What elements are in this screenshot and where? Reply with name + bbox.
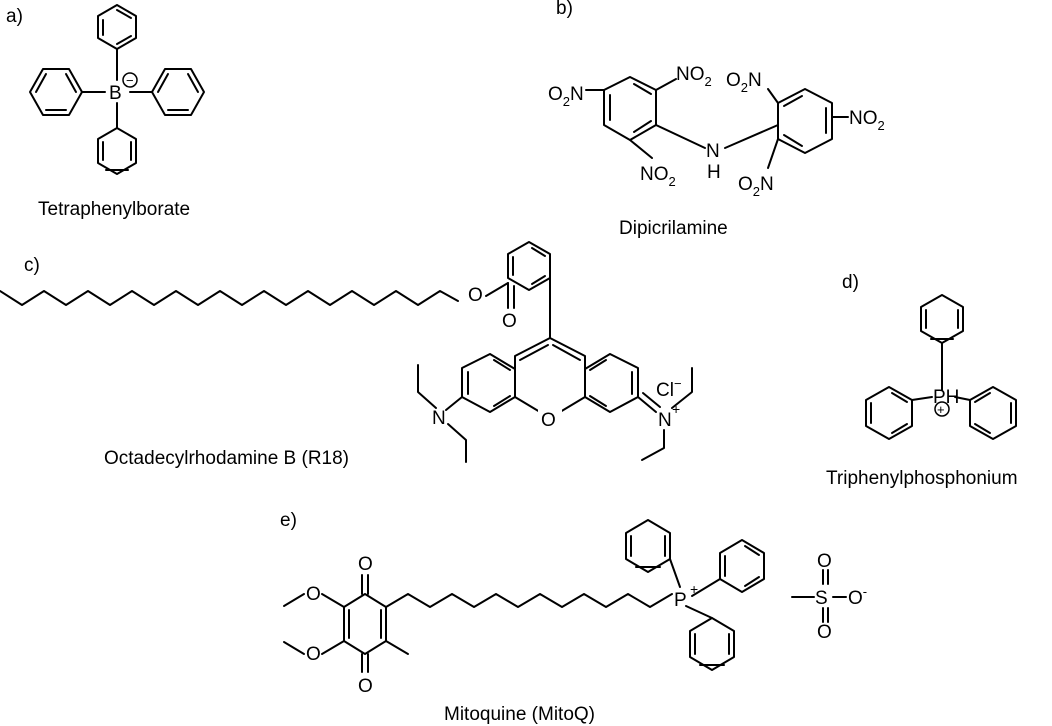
caption-tetraphenylborate: Tetraphenylborate	[38, 199, 190, 220]
carbonyl-o-atom: O	[502, 311, 517, 332]
ester-o-atom: O	[468, 285, 483, 306]
bond	[445, 396, 463, 411]
iminium-n-atom: N	[658, 410, 672, 431]
nitro-label: NO2	[640, 164, 676, 189]
panel-b: b) N H O2N NO2 NO2 O2N NO2	[548, 0, 885, 239]
aromatic-ring-right	[777, 88, 833, 154]
sulfonyl-o-atom: O	[817, 551, 832, 572]
panel-b-label: b)	[556, 0, 573, 19]
nitro-label: O2N	[738, 174, 774, 199]
alkyl-chain	[0, 290, 459, 306]
bond	[669, 558, 681, 588]
panel-d: d) PH + Triphenylphosphonium	[826, 272, 1018, 489]
phenyl-ring	[97, 127, 137, 175]
methyl-bond	[283, 593, 305, 607]
bond	[655, 78, 677, 91]
bridge-h-atom: H	[707, 162, 721, 183]
ethyl-group	[671, 367, 693, 409]
nitro-label: O2N	[726, 70, 762, 95]
panel-e-label: e)	[280, 510, 297, 531]
nitro-label: NO2	[849, 108, 885, 133]
caption-mitoquine: Mitoquine (MitoQ)	[444, 704, 595, 725]
charge-circle	[122, 72, 138, 88]
panel-e: e) O O O O P +	[280, 510, 867, 725]
phenyl-ring	[920, 294, 964, 344]
ring-o-mask	[538, 408, 562, 430]
bond	[637, 396, 657, 413]
negative-charge: −	[126, 73, 134, 88]
caption-octadecylrhodamine: Octadecylrhodamine B (R18)	[104, 448, 349, 469]
ethyl-group	[417, 364, 437, 409]
bond	[954, 396, 971, 401]
phenyl-ring	[689, 617, 735, 671]
phenyl-ring	[625, 519, 671, 573]
caption-triphenylphosphonium: Triphenylphosphonium	[826, 468, 1018, 489]
phenyl-ring	[29, 68, 83, 116]
caption-dipicrilamine: Dipicrilamine	[619, 218, 728, 239]
bond	[767, 138, 779, 169]
phenyl-ring	[719, 539, 765, 593]
panel-a: a)	[6, 4, 205, 220]
bond	[655, 124, 706, 149]
nitro-label: O2N	[548, 84, 584, 109]
benzoate-ring	[507, 241, 551, 291]
panel-a-label: a)	[6, 6, 23, 27]
boron-atom: B	[109, 83, 122, 104]
bond	[911, 396, 933, 401]
positive-charge: +	[937, 402, 945, 417]
bond	[724, 124, 779, 149]
bond	[642, 392, 661, 408]
phenyl-ring	[865, 386, 913, 440]
aromatic-ring-left	[603, 76, 657, 141]
ethyl-group	[447, 423, 467, 463]
bond	[767, 88, 779, 104]
amine-n-atom: N	[432, 408, 446, 429]
quinone-ring	[343, 593, 387, 655]
bond	[685, 605, 713, 619]
ethyl-group	[641, 429, 665, 461]
phenyl-ring	[969, 386, 1017, 440]
bond	[321, 593, 345, 608]
bond	[485, 282, 509, 297]
phenyl-ring	[151, 68, 205, 116]
sulfonyl-o-atom: O	[817, 622, 832, 643]
sulfur-atom: S	[815, 588, 828, 609]
ring-o-atom: O	[541, 410, 556, 431]
xanthene-core	[461, 337, 639, 419]
phosphorus-atom: P	[674, 590, 687, 611]
nitro-label: NO2	[676, 64, 712, 89]
decyl-chain	[385, 593, 673, 608]
bond	[321, 640, 345, 655]
methoxy-o-atom: O	[306, 584, 321, 605]
panel-c: c) O O	[0, 241, 693, 469]
methyl-bond	[283, 641, 305, 655]
chloride-counterion: Cl−	[656, 376, 682, 401]
bond	[691, 578, 721, 597]
methyl-bond	[385, 640, 409, 655]
phosphorus-plus: +	[690, 581, 698, 597]
bridge-n-atom: N	[706, 141, 720, 162]
methoxy-o-atom: O	[306, 644, 321, 665]
panel-d-label: d)	[842, 272, 859, 293]
iminium-plus: +	[672, 401, 680, 417]
mesylate-anion: S O O O-	[791, 551, 867, 643]
charge-circle	[934, 401, 950, 417]
panel-c-label: c)	[24, 255, 40, 276]
bond	[629, 139, 653, 159]
oxo-o-atom: O	[358, 676, 373, 697]
anion-o-atom: O-	[848, 584, 867, 609]
phenyl-ring	[97, 4, 137, 50]
oxo-o-atom: O	[358, 554, 373, 575]
